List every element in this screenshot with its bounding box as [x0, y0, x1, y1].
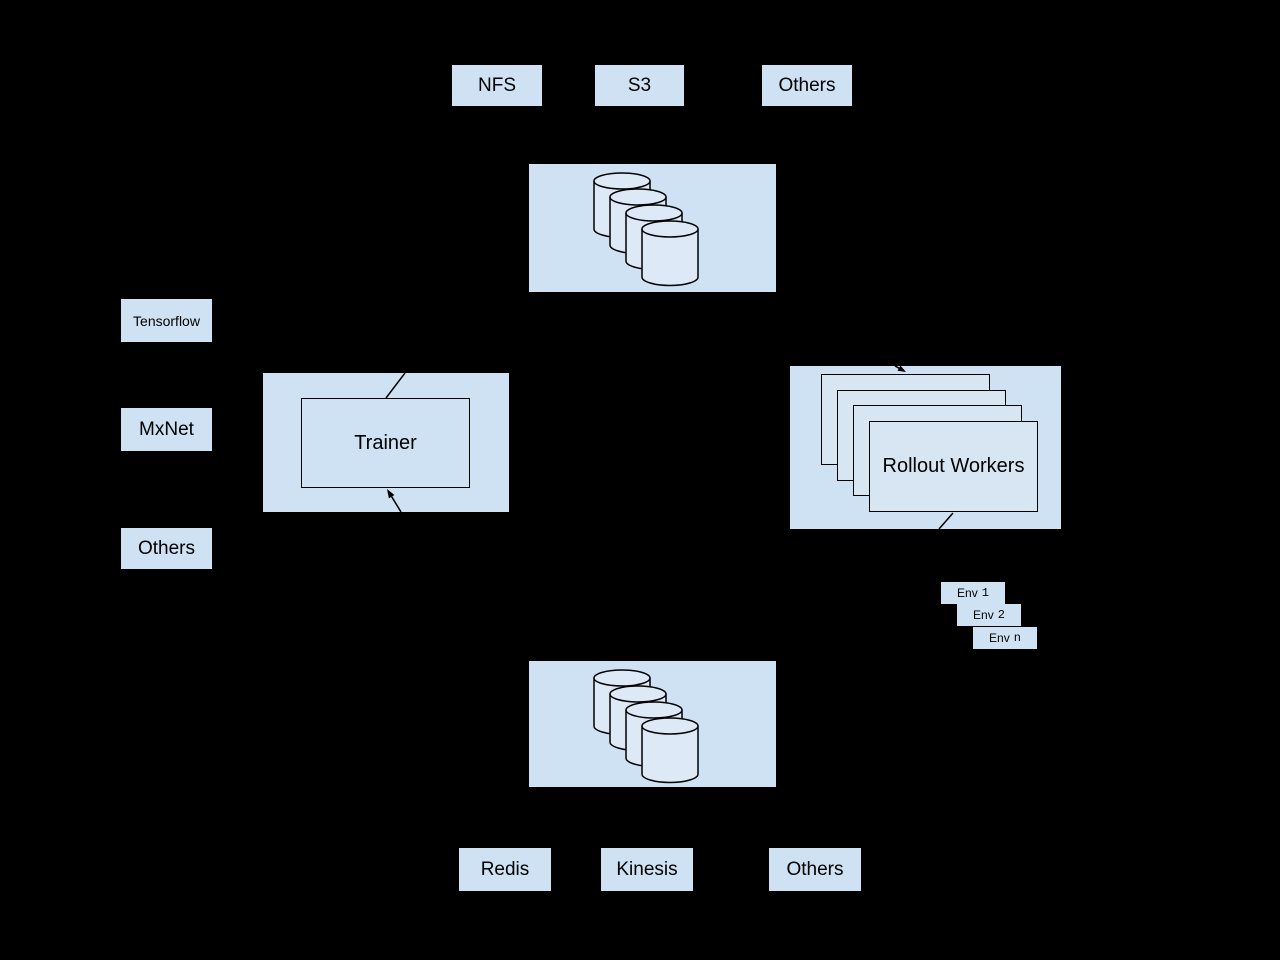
mxnet-box: MxNet — [121, 408, 212, 451]
redis-box: Redis — [459, 848, 551, 891]
database-cylinders-icon — [593, 172, 699, 287]
env-1-index: 1 — [981, 586, 989, 600]
bottom-storage-panel — [529, 661, 776, 787]
others-bottom-box: Others — [769, 848, 861, 891]
redis-label: Redis — [480, 858, 530, 880]
rollout-worker-card-front: Rollout Workers — [869, 421, 1038, 512]
rollout-workers-panel: Rollout Workers — [790, 366, 1061, 529]
others-top-label: Others — [778, 74, 836, 96]
database-cylinders-icon — [593, 669, 699, 784]
env-n-index: n — [1013, 631, 1021, 645]
tensorflow-label: Tensorflow — [133, 312, 200, 329]
nfs-box: NFS — [452, 65, 542, 106]
env-2-prefix: Env — [973, 608, 994, 622]
kinesis-box: Kinesis — [601, 848, 693, 891]
trainer-box: Trainer — [301, 398, 470, 488]
env-1-prefix: Env — [957, 586, 978, 600]
env-n-prefix: Env — [989, 631, 1010, 645]
trainer-label: Trainer — [354, 431, 417, 454]
trainer-panel: Trainer — [263, 373, 509, 512]
env-2-index: 2 — [997, 608, 1005, 622]
others-left-label: Others — [137, 537, 196, 559]
rollout-workers-label: Rollout Workers — [882, 455, 1025, 477]
mxnet-label: MxNet — [139, 418, 194, 440]
top-storage-panel — [529, 164, 776, 292]
others-left-box: Others — [121, 528, 212, 569]
s3-box: S3 — [595, 65, 684, 106]
others-top-box: Others — [762, 65, 852, 106]
kinesis-label: Kinesis — [616, 858, 678, 880]
others-bottom-label: Others — [786, 858, 844, 880]
nfs-label: NFS — [478, 74, 516, 96]
s3-label: S3 — [627, 74, 652, 96]
tensorflow-box: Tensorflow — [121, 299, 212, 342]
